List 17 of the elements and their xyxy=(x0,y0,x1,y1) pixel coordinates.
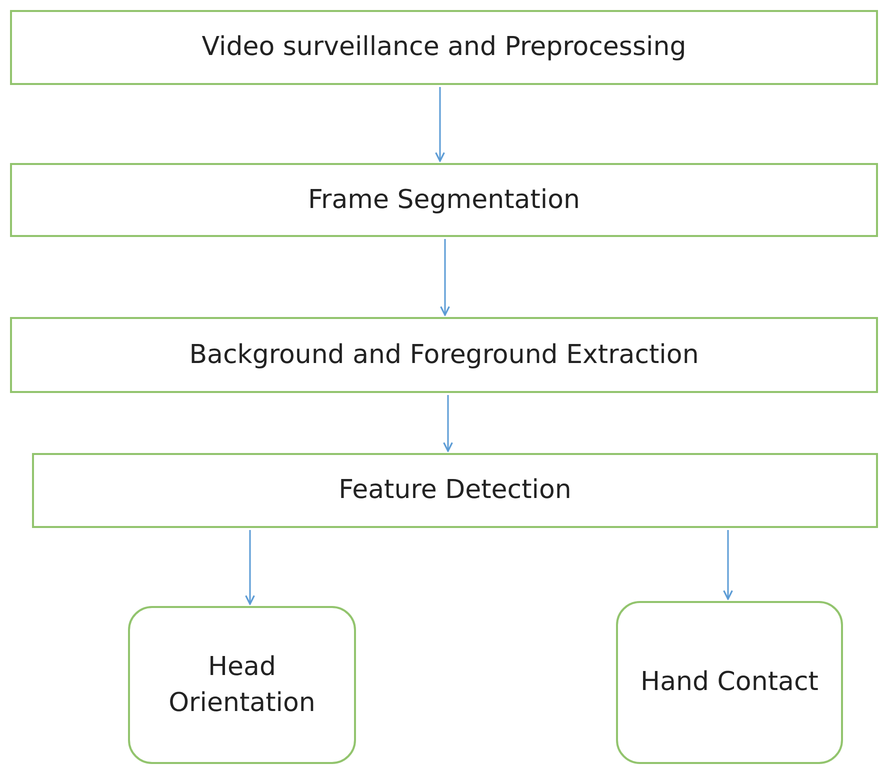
node-label: Head Orientation xyxy=(168,650,316,720)
process-box xyxy=(10,10,878,85)
arrow xyxy=(440,239,450,316)
node-label: Video surveillance and Preprocessing xyxy=(202,31,686,64)
rounded-box xyxy=(128,606,356,764)
node-label: Frame Segmentation xyxy=(308,184,580,217)
process-box xyxy=(10,163,878,237)
rounded-box xyxy=(616,601,843,764)
arrow xyxy=(435,87,445,162)
node-label: Background and Foreground Extraction xyxy=(189,338,699,372)
process-box xyxy=(32,453,878,528)
arrow xyxy=(443,395,453,452)
arrow xyxy=(245,530,255,605)
node-label: Feature Detection xyxy=(338,474,572,508)
process-box xyxy=(10,317,878,393)
node-label: Hand Contact xyxy=(640,666,818,700)
arrow xyxy=(723,530,733,600)
